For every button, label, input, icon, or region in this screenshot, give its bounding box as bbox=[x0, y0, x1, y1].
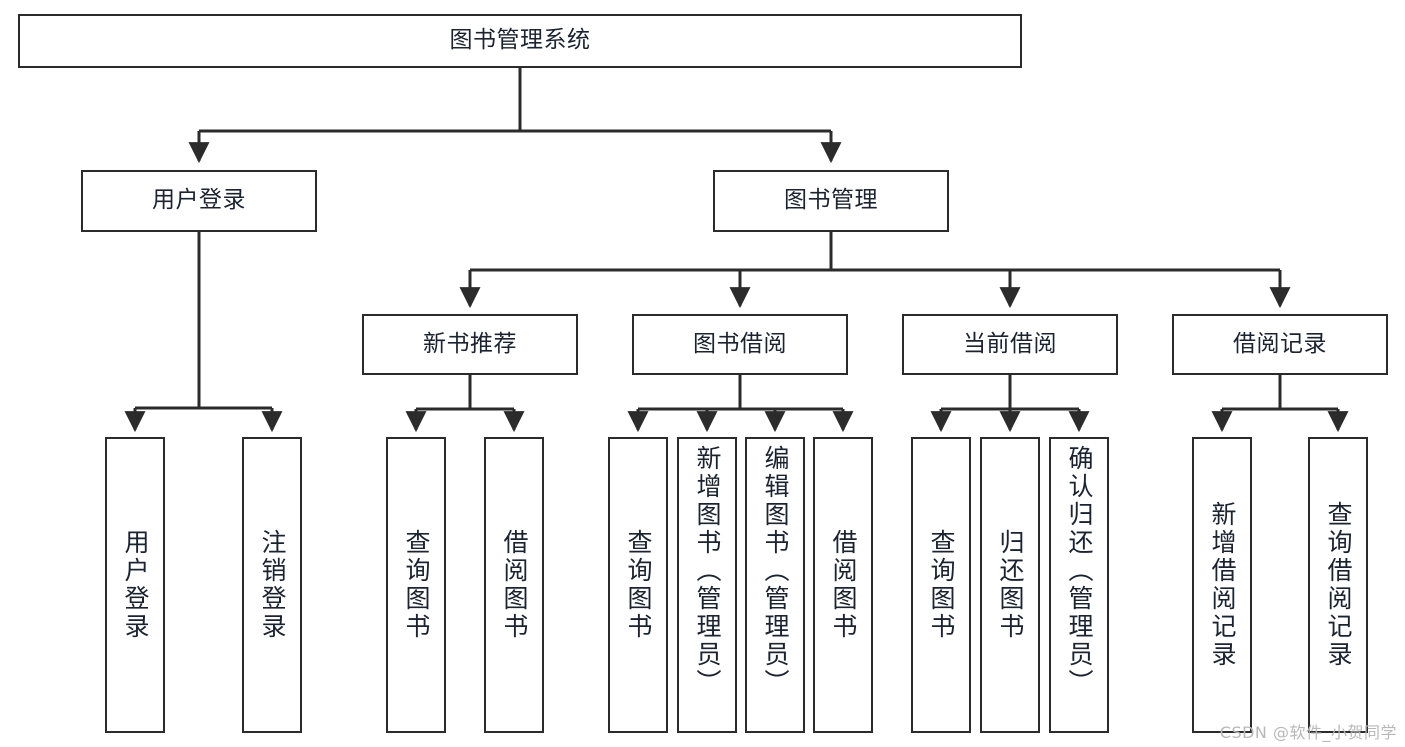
leaf-book-borrow-edit[interactable]: 编辑图书（管理员） bbox=[745, 437, 805, 733]
leaf-current-borrow-return[interactable]: 归还图书 bbox=[980, 437, 1040, 733]
leaf-user-login-login-label: 用户登录 bbox=[121, 529, 150, 641]
leaf-borrow-record-query[interactable]: 查询借阅记录 bbox=[1308, 437, 1368, 733]
leaf-borrow-record-add-label: 新增借阅记录 bbox=[1208, 501, 1237, 669]
leaf-user-login-logout[interactable]: 注销登录 bbox=[242, 437, 302, 733]
node-root-system[interactable]: 图书管理系统 bbox=[18, 14, 1022, 68]
node-book-management-label: 图书管理 bbox=[784, 187, 878, 214]
leaf-user-login-login[interactable]: 用户登录 bbox=[105, 437, 165, 733]
node-borrow-record[interactable]: 借阅记录 bbox=[1172, 314, 1388, 375]
node-book-borrow[interactable]: 图书借阅 bbox=[632, 314, 848, 375]
leaf-new-book-borrow[interactable]: 借阅图书 bbox=[484, 437, 544, 733]
leaf-book-borrow-borrow-label: 借阅图书 bbox=[829, 529, 858, 641]
leaf-new-book-query[interactable]: 查询图书 bbox=[386, 437, 446, 733]
csdn-watermark: CSDN @软件_小贺同学 bbox=[1219, 723, 1397, 742]
node-borrow-record-label: 借阅记录 bbox=[1233, 330, 1327, 357]
leaf-borrow-record-query-label: 查询借阅记录 bbox=[1324, 501, 1353, 669]
leaf-book-borrow-edit-label: 编辑图书（管理员） bbox=[761, 445, 790, 697]
leaf-new-book-borrow-label: 借阅图书 bbox=[500, 529, 529, 641]
node-root-system-label: 图书管理系统 bbox=[449, 27, 591, 54]
node-book-management[interactable]: 图书管理 bbox=[713, 170, 949, 232]
leaf-book-borrow-query[interactable]: 查询图书 bbox=[608, 437, 668, 733]
leaf-current-borrow-query[interactable]: 查询图书 bbox=[911, 437, 971, 733]
leaf-current-borrow-confirm-return[interactable]: 确认归还（管理员） bbox=[1049, 437, 1109, 733]
leaf-new-book-query-label: 查询图书 bbox=[402, 529, 431, 641]
leaf-book-borrow-add[interactable]: 新增图书（管理员） bbox=[677, 437, 737, 733]
node-new-book-recommend[interactable]: 新书推荐 bbox=[362, 314, 578, 375]
node-current-borrow-label: 当前借阅 bbox=[963, 330, 1057, 357]
node-new-book-recommend-label: 新书推荐 bbox=[423, 330, 517, 357]
node-current-borrow[interactable]: 当前借阅 bbox=[902, 314, 1118, 375]
node-book-borrow-label: 图书借阅 bbox=[693, 330, 787, 357]
node-user-login[interactable]: 用户登录 bbox=[81, 170, 317, 232]
leaf-book-borrow-borrow[interactable]: 借阅图书 bbox=[813, 437, 873, 733]
leaf-borrow-record-add[interactable]: 新增借阅记录 bbox=[1192, 437, 1252, 733]
leaf-current-borrow-confirm-return-label: 确认归还（管理员） bbox=[1065, 445, 1094, 697]
leaf-current-borrow-return-label: 归还图书 bbox=[996, 529, 1025, 641]
leaf-current-borrow-query-label: 查询图书 bbox=[927, 529, 956, 641]
leaf-book-borrow-query-label: 查询图书 bbox=[624, 529, 653, 641]
leaf-book-borrow-add-label: 新增图书（管理员） bbox=[693, 445, 722, 697]
leaf-user-login-logout-label: 注销登录 bbox=[258, 529, 287, 641]
node-user-login-label: 用户登录 bbox=[152, 187, 246, 214]
